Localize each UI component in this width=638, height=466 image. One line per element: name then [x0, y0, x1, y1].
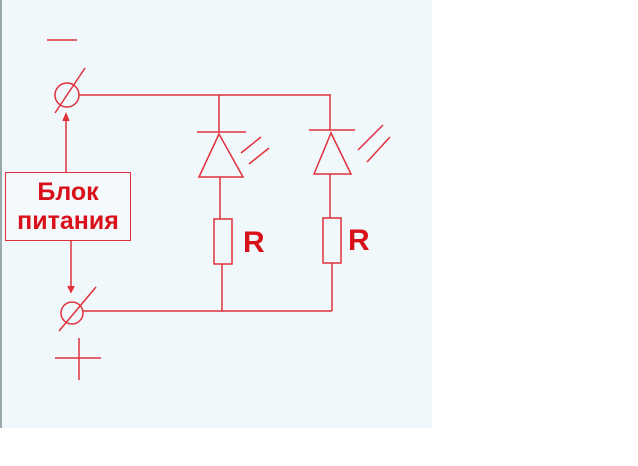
led-2-icon [309, 95, 391, 218]
arrow-down-icon [67, 240, 75, 294]
power-block-line1: Блок [37, 177, 99, 206]
arrow-up-icon [62, 112, 70, 172]
led-1-icon [197, 95, 270, 219]
terminal-bottom-icon [58, 286, 97, 332]
resistor-2-label: R [348, 224, 370, 257]
resistor-1-label: R [243, 226, 265, 259]
power-block-line2: питания [17, 206, 119, 235]
resistor-1-icon [213, 218, 233, 265]
power-supply-block: Блок питания [5, 172, 131, 241]
terminal-top-icon [54, 67, 86, 114]
plus-sign [55, 338, 101, 380]
resistor-2-icon [322, 217, 342, 264]
